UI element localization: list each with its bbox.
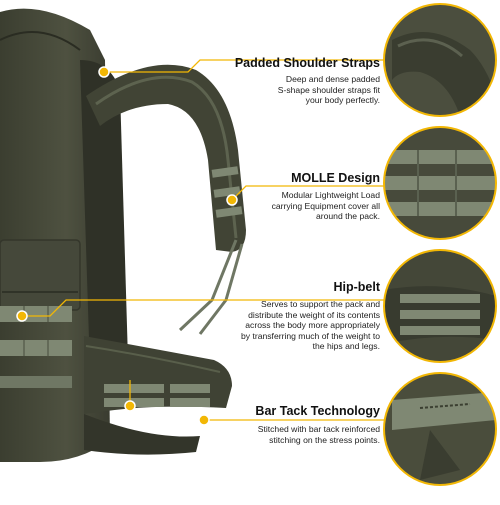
feature-title-bar-tack: Bar Tack Technology [255,404,380,418]
backpack-image [0,8,246,462]
desc-line: carrying Equipment cover all [271,200,380,211]
desc-line: your body perfectly. [305,95,380,106]
leader-lines [22,59,384,421]
feature-desc-shoulder-straps: Deep and dense padded S-shape shoulder s… [220,74,380,106]
detail-circle-hipbelt [383,249,497,363]
desc-line: across the body more appropriately [245,320,380,331]
detail-circle-molle [383,126,497,240]
desc-line: Deep and dense padded [285,74,380,84]
feature-desc-molle-design: Modular Lightweight Load carrying Equipm… [220,190,380,222]
feature-title-shoulder-straps: Padded Shoulder Straps [234,56,380,70]
feature-desc-bar-tack: Stitched with bar tack reinforced stitch… [220,424,380,445]
desc-line: around the pack. [315,211,380,222]
detail-circle-shoulder [383,3,497,117]
desc-line: the hips and legs. [312,341,380,352]
desc-line: by transferring much of the weight to [240,330,380,341]
desc-line: Modular Lightweight Load [281,190,380,200]
feature-title-hip-belt: Hip-belt [333,280,380,294]
desc-line: S-shape shoulder straps fit [277,84,380,95]
marker-dots [16,66,238,426]
detail-circle-bartack [383,372,497,486]
feature-title-molle-design: MOLLE Design [291,171,380,185]
desc-line: Stitched with bar tack reinforced [257,424,380,434]
feature-desc-hip-belt: Serves to support the pack and distribut… [200,299,380,352]
desc-line: distribute the weight of its contents [248,309,380,320]
desc-line: Serves to support the pack and [261,299,380,309]
desc-line: stitching on the stress points. [269,434,380,445]
